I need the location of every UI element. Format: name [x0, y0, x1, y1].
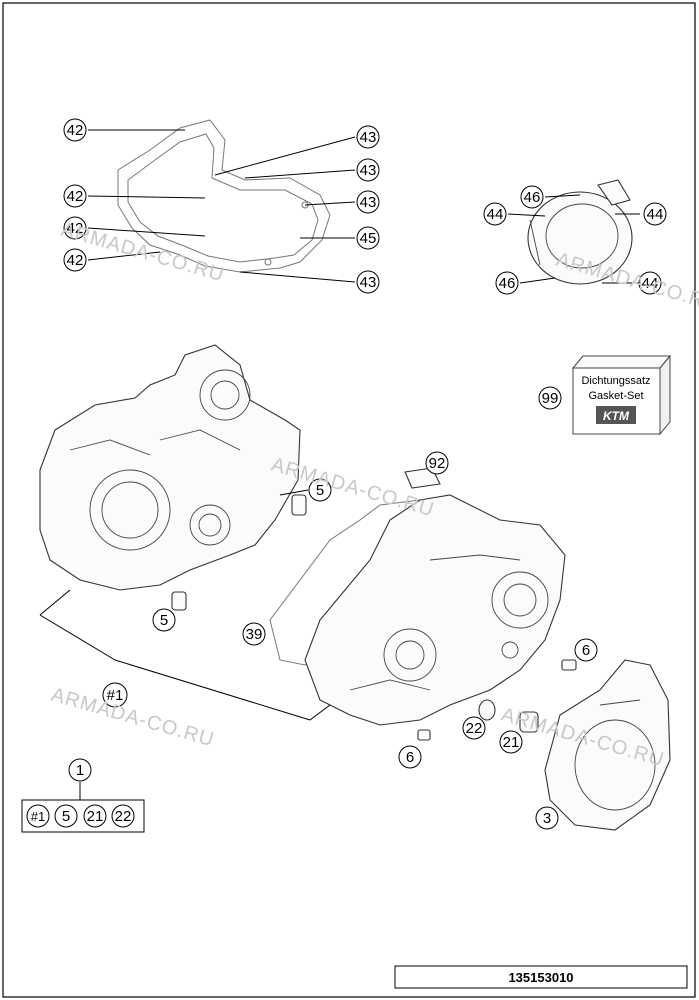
ring-22 — [478, 699, 496, 721]
gasket-set-box: Dichtungssatz Gasket-Set KTM — [571, 354, 672, 436]
svg-text:39: 39 — [246, 626, 263, 643]
svg-text:42: 42 — [67, 122, 84, 139]
kit-item: 21 — [83, 804, 107, 828]
svg-text:5: 5 — [160, 612, 168, 629]
gasket-set-line1: Dichtungssatz — [581, 375, 650, 387]
diagram-code: 135153010 — [508, 970, 573, 985]
callout-99: 99 — [538, 386, 562, 410]
svg-text:6: 6 — [406, 749, 414, 766]
svg-text:46: 46 — [524, 189, 541, 206]
svg-text:3: 3 — [543, 810, 551, 827]
cylinder-base-gasket — [117, 119, 331, 273]
svg-text:44: 44 — [487, 206, 504, 223]
kit-item: 22 — [111, 804, 135, 828]
plug-part-92 — [404, 467, 441, 489]
svg-text:ARMADA-CO.RU: ARMADA-CO.RU — [59, 219, 227, 287]
svg-text:43: 43 — [360, 274, 377, 291]
svg-text:92: 92 — [429, 455, 446, 472]
svg-text:1: 1 — [76, 762, 84, 779]
svg-text:44: 44 — [647, 206, 664, 223]
callout-42: 42 — [63, 184, 87, 208]
svg-text:44: 44 — [642, 275, 659, 292]
svg-text:#1: #1 — [107, 687, 124, 704]
callout-hash1: #1 — [102, 682, 128, 708]
callout-6: 6 — [574, 638, 598, 662]
svg-text:21: 21 — [87, 808, 104, 825]
callout-92: 92 — [425, 451, 449, 475]
callout-44: 44 — [483, 202, 507, 226]
ktm-logo-badge — [596, 406, 636, 424]
callout-42: 42 — [63, 216, 87, 240]
callout-45: 45 — [356, 226, 380, 250]
dowel-pins-left — [171, 494, 307, 611]
callout-44: 44 — [643, 202, 667, 226]
ignition-cover-gasket-group — [527, 179, 633, 285]
svg-text:45: 45 — [360, 230, 377, 247]
callout-43: 43 — [356, 125, 380, 149]
callout-43: 43 — [356, 270, 380, 294]
leader-lines — [39, 129, 640, 800]
svg-text:43: 43 — [360, 194, 377, 211]
svg-text:43: 43 — [360, 162, 377, 179]
svg-text:22: 22 — [466, 720, 483, 737]
svg-text:42: 42 — [67, 188, 84, 205]
callout-5: 5 — [152, 608, 176, 632]
svg-text:#1: #1 — [31, 809, 45, 824]
seal-21 — [519, 711, 539, 733]
callout-6: 6 — [398, 745, 422, 769]
svg-text:99: 99 — [542, 390, 559, 407]
svg-text:21: 21 — [503, 734, 520, 751]
callout-42: 42 — [63, 118, 87, 142]
right-crankcase-half — [304, 494, 566, 726]
callout-43: 43 — [356, 190, 380, 214]
callout-43: 43 — [356, 158, 380, 182]
svg-text:42: 42 — [67, 220, 84, 237]
kit-item: 5 — [54, 804, 78, 828]
callout-21: 21 — [499, 730, 523, 754]
svg-text:46: 46 — [499, 275, 516, 292]
svg-text:6: 6 — [582, 642, 590, 659]
svg-text:ARMADA-CO.RU: ARMADA-CO.RU — [49, 684, 217, 752]
callout-42: 42 — [63, 248, 87, 272]
kit-contents-box: #1 5 21 22 — [21, 799, 145, 833]
svg-text:5: 5 — [316, 482, 324, 499]
callout-1: 1 — [68, 758, 92, 782]
left-crankcase-half — [39, 344, 301, 591]
ktm-logo: KTM — [603, 409, 630, 423]
svg-text:43: 43 — [360, 129, 377, 146]
kit-item: #1 — [26, 804, 50, 828]
gasket-set-line2: Gasket-Set — [588, 390, 643, 402]
svg-text:5: 5 — [62, 808, 70, 825]
callout-39: 39 — [242, 622, 266, 646]
callout-5: 5 — [308, 478, 332, 502]
callout-3: 3 — [535, 806, 559, 830]
callout-46: 46 — [495, 271, 519, 295]
screws-6 — [417, 659, 577, 741]
callout-22: 22 — [462, 716, 486, 740]
callout-44: 44 — [638, 271, 662, 295]
svg-text:22: 22 — [115, 808, 132, 825]
callout-46: 46 — [520, 185, 544, 209]
callout-list: 42 42 42 42 43 43 43 45 43 46 44 44 46 4… — [63, 118, 667, 830]
diagram-code-box: 135153010 — [394, 965, 688, 989]
svg-text:42: 42 — [67, 252, 84, 269]
ignition-cover — [544, 659, 671, 831]
